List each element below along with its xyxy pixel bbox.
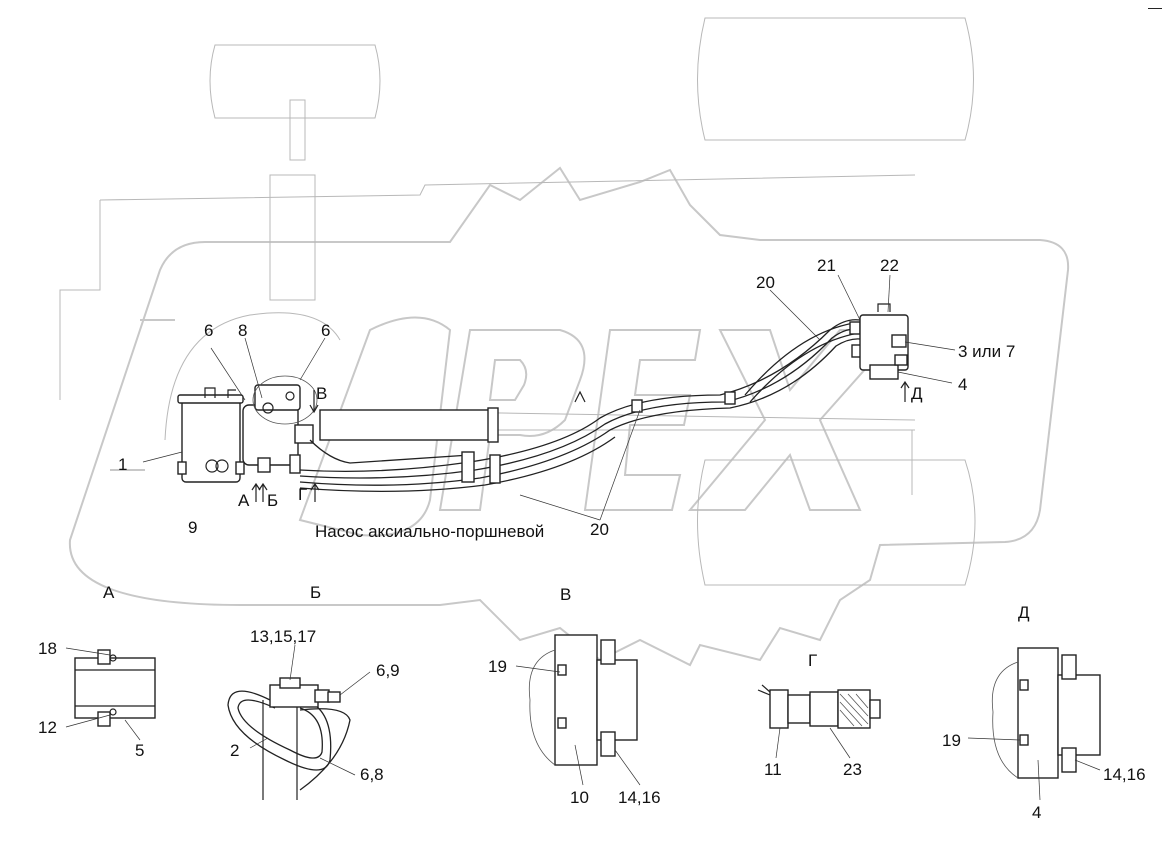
view-b-callout-13-15-17: 13,15,17 [250, 627, 316, 646]
callout-3-or-7: 3 или 7 [958, 342, 1015, 361]
callout-view-g: Г [298, 485, 307, 504]
view-b-callout-2: 2 [230, 741, 239, 760]
view-d-callout-14-16: 14,16 [1103, 765, 1146, 784]
callout-22: 22 [880, 256, 899, 275]
svg-text:—: — [1148, 0, 1162, 15]
view-v-callout-14-16: 14,16 [618, 788, 661, 807]
callout-9: 9 [188, 518, 197, 537]
view-b-callout-6-8: 6,8 [360, 765, 384, 784]
view-d-title: Д [1018, 603, 1030, 622]
view-g-callout-11: 11 [764, 760, 782, 779]
distributor-assembly [859, 303, 909, 380]
callout-20b: 20 [590, 520, 609, 539]
background-tractor-outline [59, 17, 976, 586]
view-b: Б 13,15,17 6,9 2 6,8 [227, 583, 400, 800]
view-d: Д 19 4 14,16 [942, 603, 1146, 822]
view-a-callout-18: 18 [38, 639, 57, 658]
view-b-title: Б [310, 583, 321, 602]
view-v: В 19 10 14,16 [488, 585, 661, 807]
callout-6a: 6 [204, 321, 213, 340]
view-g-callout-23: 23 [843, 760, 862, 779]
callout-view-v: В [316, 384, 327, 403]
view-g-title: Г [808, 651, 817, 670]
view-b-callout-6-9: 6,9 [376, 661, 400, 680]
main-callouts: 1 6 8 6 В 9 А Б Г 20 20 21 22 3 или 7 4 … [118, 256, 1015, 541]
callout-8: 8 [238, 321, 247, 340]
callout-view-b: Б [267, 491, 278, 510]
callout-21: 21 [817, 256, 836, 275]
pump-assembly [177, 375, 499, 483]
callout-20a: 20 [756, 273, 775, 292]
view-a-callout-12: 12 [38, 718, 57, 737]
callout-4: 4 [958, 375, 967, 394]
view-d-callout-19: 19 [942, 731, 961, 750]
view-a-callout-5: 5 [135, 741, 144, 760]
view-a-title: А [103, 583, 115, 602]
view-d-callout-4: 4 [1032, 803, 1041, 822]
view-v-title: В [560, 585, 571, 604]
view-a: А 18 12 5 [38, 583, 156, 760]
view-v-callout-19: 19 [488, 657, 507, 676]
callout-view-d: Д [911, 384, 923, 403]
callout-6b: 6 [321, 321, 330, 340]
caption-pump: Насос аксиально-поршневой [315, 522, 544, 541]
view-g: Г 11 23 [757, 651, 881, 779]
leader-lines-main [142, 274, 956, 521]
hoses [299, 319, 907, 493]
callout-1: 1 [118, 455, 127, 474]
callout-view-a: А [238, 491, 250, 510]
view-arrows [251, 380, 910, 502]
watermark-logo: — [68, 0, 1162, 667]
view-v-callout-10: 10 [570, 788, 589, 807]
